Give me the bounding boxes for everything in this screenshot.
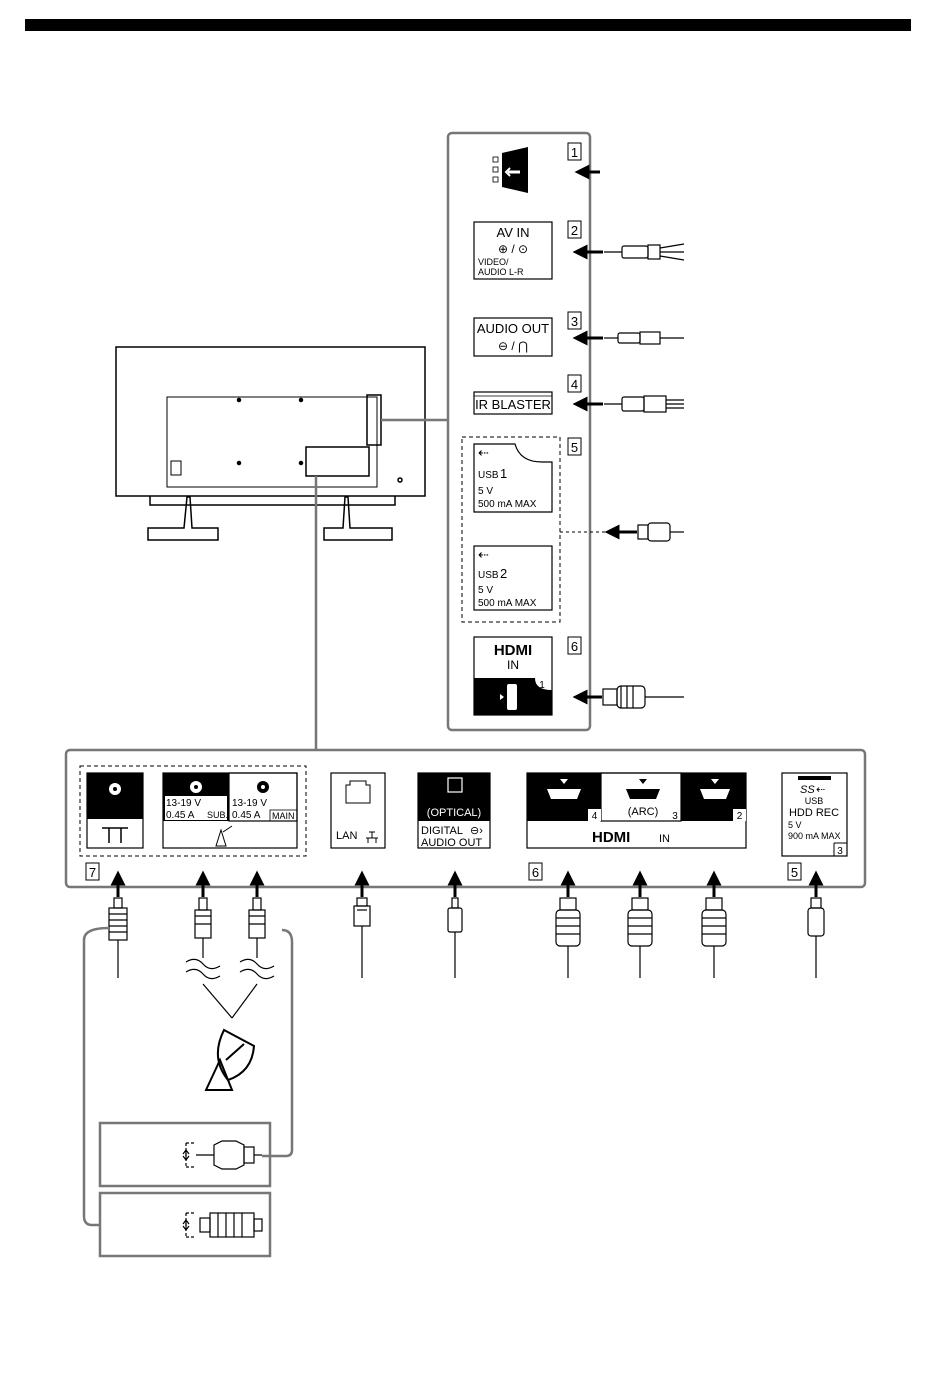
svg-text:3: 3 bbox=[571, 314, 578, 329]
svg-text:⊕ / ⊙: ⊕ / ⊙ bbox=[498, 242, 528, 256]
svg-text:USB: USB bbox=[478, 470, 499, 481]
iec-connector-icon bbox=[183, 1213, 262, 1237]
svg-text:1: 1 bbox=[500, 466, 507, 481]
svg-text:13-19 V: 13-19 V bbox=[166, 798, 201, 809]
optical-cable-icon bbox=[448, 898, 462, 978]
satellite-dish-icon bbox=[206, 1030, 254, 1090]
antenna-cable-icon bbox=[109, 898, 127, 978]
svg-text:6: 6 bbox=[571, 639, 578, 654]
ir-cable-icon bbox=[604, 396, 684, 412]
usb3-port: SS ⇠ USB HDD REC 5 V 900 mA MAX 3 bbox=[782, 773, 847, 857]
svg-text:1: 1 bbox=[539, 680, 545, 691]
zoom-lines bbox=[316, 420, 448, 750]
svg-text:USB: USB bbox=[478, 570, 499, 581]
svg-text:5 V: 5 V bbox=[478, 486, 493, 497]
svg-text:⇠: ⇠ bbox=[478, 547, 489, 562]
svg-text:AV IN: AV IN bbox=[497, 225, 530, 240]
svg-text:LAN: LAN bbox=[336, 830, 357, 842]
hdmi-cable-side-icon bbox=[603, 686, 684, 708]
svg-text:500 mA MAX: 500 mA MAX bbox=[478, 499, 537, 510]
svg-text:5: 5 bbox=[571, 440, 578, 455]
svg-text:6: 6 bbox=[532, 865, 539, 880]
card-slot-icon bbox=[493, 147, 528, 193]
svg-text:SUB.: SUB. bbox=[207, 810, 228, 820]
lan-port: LAN bbox=[331, 773, 385, 848]
svg-text:5 V: 5 V bbox=[788, 820, 802, 830]
svg-text:(OPTICAL): (OPTICAL) bbox=[427, 807, 481, 819]
av-cable-icon bbox=[604, 244, 684, 260]
svg-text:(ARC): (ARC) bbox=[628, 806, 659, 818]
usb-cable-icon bbox=[638, 523, 684, 541]
optical-port: (OPTICAL) DIGITAL ⊖› AUDIO OUT bbox=[418, 773, 490, 849]
tv-rear-view bbox=[116, 347, 425, 540]
svg-text:MAIN: MAIN bbox=[272, 811, 295, 821]
svg-text:500 mA MAX: 500 mA MAX bbox=[478, 598, 537, 609]
usb-port-2: ⇠ USB 2 5 V 500 mA MAX bbox=[474, 546, 552, 610]
svg-text:IN: IN bbox=[507, 658, 519, 672]
headphone-cable-icon bbox=[604, 332, 684, 344]
svg-text:⇠: ⇠ bbox=[816, 784, 825, 796]
header-rule bbox=[25, 19, 911, 31]
svg-text:⊖›: ⊖› bbox=[470, 825, 483, 837]
satellite-ports: 13-19 V 0.45 A SUB. 13-19 V 0.45 A MAIN bbox=[163, 773, 297, 848]
svg-text:USB: USB bbox=[805, 796, 824, 806]
svg-text:2: 2 bbox=[500, 566, 507, 581]
hdmi-cable-icons bbox=[556, 898, 726, 978]
side-item-6: 6 HDMI IN 1 bbox=[474, 637, 684, 715]
cables bbox=[109, 898, 824, 1090]
svg-text:⊖ / ⋂: ⊖ / ⋂ bbox=[498, 339, 528, 353]
svg-text:0.45 A: 0.45 A bbox=[166, 810, 195, 821]
side-item-4: 4 IR BLASTER bbox=[474, 375, 684, 414]
svg-text:SS: SS bbox=[800, 784, 815, 796]
svg-text:⇠: ⇠ bbox=[478, 445, 489, 460]
svg-text:IR BLASTER: IR BLASTER bbox=[475, 397, 551, 412]
side-item-5: 5 ⇠ USB 1 5 V 500 mA MAX ⇠ USB 2 5 V 500… bbox=[462, 437, 684, 622]
svg-text:AUDIO L-R: AUDIO L-R bbox=[478, 267, 524, 277]
svg-text:2: 2 bbox=[571, 223, 578, 238]
svg-text:IN: IN bbox=[659, 833, 670, 845]
satellite-cable-icons bbox=[186, 898, 274, 1018]
svg-text:1: 1 bbox=[571, 145, 578, 160]
side-item-3: 3 AUDIO OUT ⊖ / ⋂ bbox=[474, 312, 684, 356]
svg-text:13-19 V: 13-19 V bbox=[232, 798, 267, 809]
f-connector-icon bbox=[183, 1141, 262, 1169]
svg-text:HDD REC: HDD REC bbox=[789, 807, 839, 819]
svg-text:AUDIO OUT: AUDIO OUT bbox=[421, 837, 482, 849]
usb-port-1: ⇠ USB 1 5 V 500 mA MAX bbox=[474, 444, 552, 512]
svg-text:4: 4 bbox=[571, 377, 578, 392]
side-item-1: 1 bbox=[493, 143, 600, 193]
svg-text:HDMI: HDMI bbox=[494, 642, 532, 659]
usb-cable-bottom-icon bbox=[808, 898, 824, 978]
hdmi-ports: 4 (ARC) 3 2 HDMI IN bbox=[527, 773, 746, 848]
svg-text:AUDIO OUT: AUDIO OUT bbox=[477, 321, 549, 336]
svg-text:3: 3 bbox=[672, 811, 678, 822]
svg-text:5 V: 5 V bbox=[478, 585, 493, 596]
svg-text:DIGITAL: DIGITAL bbox=[421, 825, 463, 837]
side-item-2: 2 AV IN ⊕ / ⊙ VIDEO/ AUDIO L-R bbox=[474, 221, 684, 279]
bottom-panel: 7 13-19 V 0.45 A SUB. 13-19 V 0.45 A MA bbox=[66, 750, 865, 887]
svg-text:HDMI: HDMI bbox=[592, 829, 630, 846]
svg-text:900 mA MAX: 900 mA MAX bbox=[788, 831, 841, 841]
svg-text:7: 7 bbox=[89, 865, 96, 880]
antenna-port bbox=[87, 773, 143, 848]
side-panel: 1 2 AV IN ⊕ / ⊙ VIDEO/ AUDIO L-R bbox=[448, 133, 684, 730]
svg-text:5: 5 bbox=[791, 865, 798, 880]
svg-text:3: 3 bbox=[837, 846, 843, 857]
svg-text:4: 4 bbox=[592, 811, 598, 822]
svg-text:2: 2 bbox=[737, 811, 743, 822]
lan-cable-icon bbox=[354, 898, 370, 978]
svg-text:VIDEO/: VIDEO/ bbox=[478, 257, 509, 267]
svg-text:0.45 A: 0.45 A bbox=[232, 810, 261, 821]
